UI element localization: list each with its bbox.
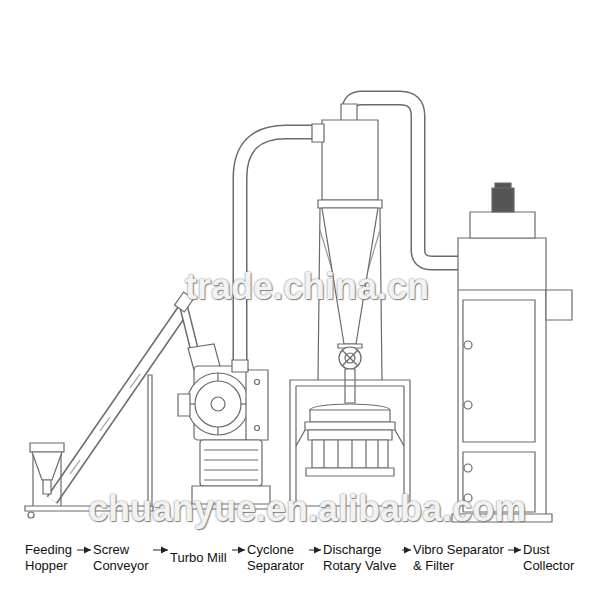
collector-outlet bbox=[546, 290, 572, 320]
sieve-spout bbox=[296, 430, 305, 446]
air-pipe bbox=[52, 98, 460, 500]
collector-top bbox=[470, 212, 535, 238]
flow-arrow bbox=[309, 550, 321, 551]
step-name: Screw Conveyor bbox=[93, 542, 151, 574]
bolt bbox=[255, 426, 260, 431]
process-step: Dust Collector bbox=[523, 542, 578, 574]
watermark: trade.china.cn bbox=[185, 266, 429, 307]
rib bbox=[217, 427, 218, 435]
process-step: Discharge Rotary Valve bbox=[323, 542, 400, 574]
screw-conveyor-tube bbox=[52, 310, 183, 500]
cyclone-inlet bbox=[312, 124, 324, 142]
valve-vane bbox=[342, 350, 358, 366]
collector-seam bbox=[458, 289, 546, 290]
cyclone-separator bbox=[312, 104, 382, 380]
flow-arrow bbox=[232, 550, 245, 551]
dust-collector bbox=[452, 183, 572, 522]
hopper-rim bbox=[30, 443, 64, 452]
hopper-leg bbox=[60, 452, 61, 506]
step-name: Feeding Hopper bbox=[25, 542, 75, 574]
rotary-valve bbox=[338, 344, 362, 403]
screw-flight bbox=[130, 374, 140, 388]
sieve-ring bbox=[308, 430, 392, 440]
sieve-deck bbox=[310, 410, 390, 422]
motor-rib bbox=[204, 459, 258, 460]
collector-door bbox=[463, 300, 535, 442]
mill-to-cyclone-pipe bbox=[240, 132, 318, 372]
watermark: chuanyue.en.alibaba.com bbox=[88, 488, 526, 529]
mill-end-cover bbox=[246, 370, 268, 440]
slat bbox=[351, 440, 352, 468]
motor-rib bbox=[204, 479, 258, 480]
cyclone-exhaust bbox=[341, 104, 357, 122]
mill-motor bbox=[200, 440, 262, 486]
screw-conveyor bbox=[70, 292, 194, 506]
process-step: Screw Conveyor bbox=[93, 542, 151, 574]
process-step: Turbo Mill bbox=[170, 550, 230, 566]
sieve-ring bbox=[305, 422, 395, 430]
frame-rail bbox=[296, 385, 404, 386]
motor-rib bbox=[204, 449, 258, 450]
mill-knob bbox=[178, 394, 190, 416]
wheel bbox=[28, 512, 34, 518]
fan-motor bbox=[492, 188, 514, 212]
sieve-spout bbox=[395, 430, 404, 446]
sieve-foot bbox=[306, 468, 394, 476]
step-name: Vibro Separator & Filter bbox=[413, 542, 506, 574]
collector-body bbox=[458, 238, 546, 516]
step-name: Dust Collector bbox=[523, 542, 578, 574]
conveyor-spout bbox=[184, 308, 194, 348]
flow-arrow bbox=[153, 550, 168, 551]
step-name: Cyclone Separator bbox=[247, 542, 307, 574]
door-hinge bbox=[464, 464, 472, 472]
flow-arrow bbox=[77, 550, 91, 551]
motor-cap bbox=[495, 183, 511, 188]
flow-arrow bbox=[508, 550, 521, 551]
motor-rib bbox=[204, 469, 258, 470]
valve-body bbox=[339, 347, 361, 369]
process-step: Vibro Separator & Filter bbox=[413, 542, 506, 574]
step-name: Turbo Mill bbox=[170, 550, 230, 566]
door-hinge bbox=[464, 401, 472, 409]
slat bbox=[365, 440, 366, 468]
valve-vane bbox=[342, 350, 358, 366]
mill-hub bbox=[211, 397, 225, 411]
conveyor-spout-inner bbox=[184, 308, 194, 348]
hopper-outlet bbox=[43, 480, 51, 494]
process-step: Feeding Hopper bbox=[25, 542, 75, 574]
slat bbox=[377, 440, 378, 468]
slat bbox=[323, 440, 324, 468]
sieve-base bbox=[312, 440, 388, 468]
process-step: Cyclone Separator bbox=[247, 542, 307, 574]
bolt bbox=[255, 380, 260, 385]
screw-flight bbox=[70, 460, 80, 474]
door-hinge bbox=[464, 341, 472, 349]
cyclone-barrel bbox=[322, 120, 378, 200]
hopper-leg bbox=[32, 452, 33, 506]
slat bbox=[337, 440, 338, 468]
flow-arrow bbox=[402, 550, 411, 551]
hopper-funnel bbox=[32, 452, 62, 480]
mill-disc bbox=[187, 373, 249, 435]
mill-disc-inner bbox=[195, 381, 241, 427]
screw-conveyor-tube-inner bbox=[52, 310, 183, 500]
conveyor-support bbox=[148, 375, 152, 506]
frame-outline bbox=[290, 380, 410, 506]
mill-to-cyclone-pipe-inner bbox=[240, 132, 318, 372]
step-name: Discharge Rotary Valve bbox=[323, 542, 400, 574]
vibro-separator bbox=[296, 404, 404, 476]
cyclone-collar bbox=[318, 200, 382, 208]
mill-outlet bbox=[232, 360, 248, 372]
support-frame bbox=[290, 380, 410, 506]
screw-flight bbox=[100, 417, 110, 431]
turbo-mill bbox=[178, 344, 274, 509]
rib bbox=[217, 373, 218, 381]
